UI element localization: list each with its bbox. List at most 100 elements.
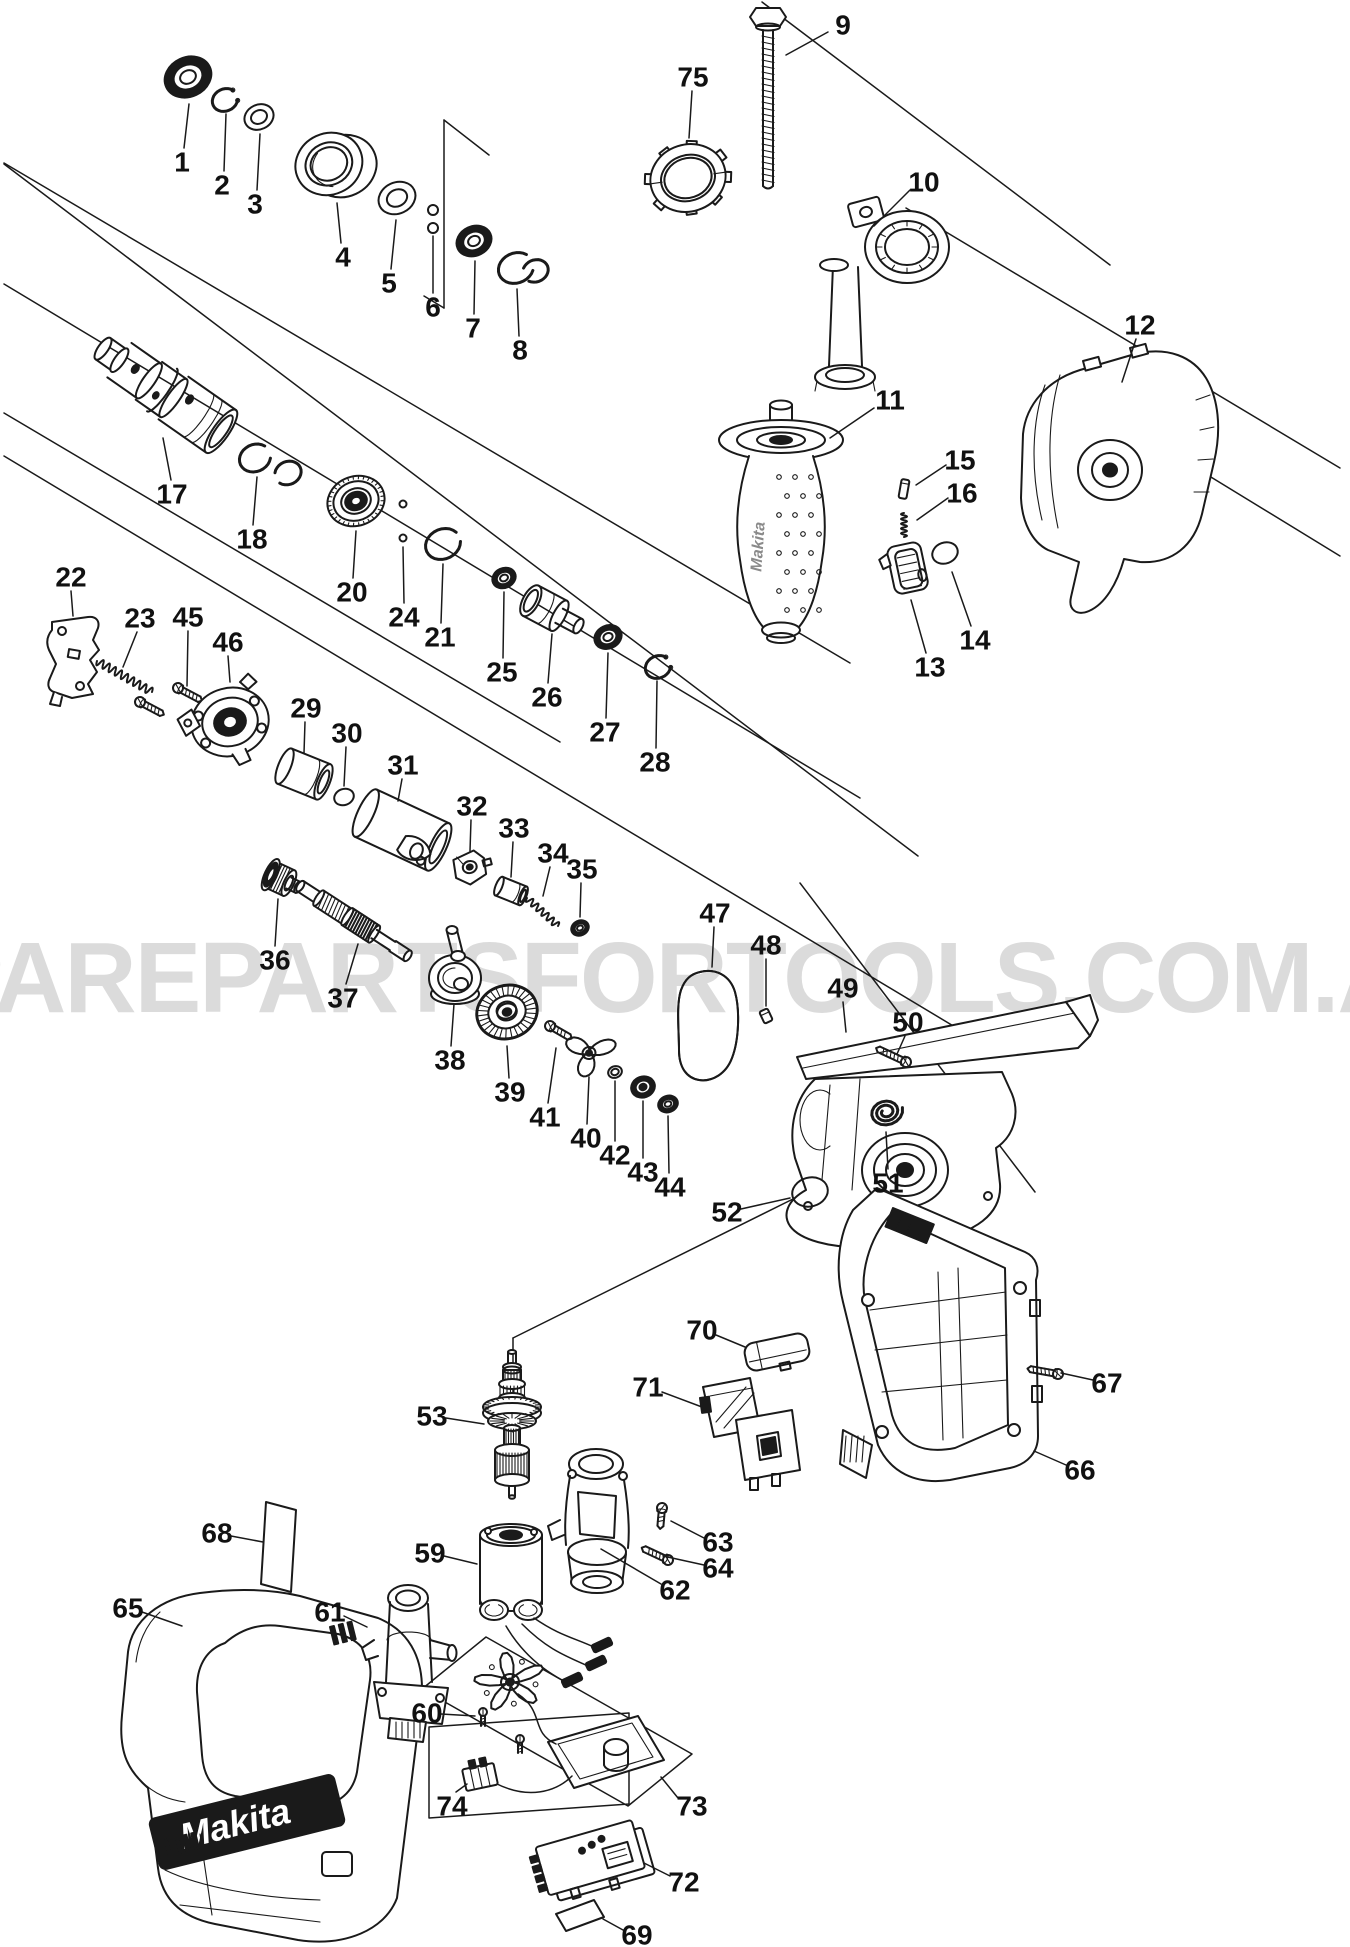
part-7-seal	[455, 224, 493, 258]
part-number-45: 45	[172, 602, 203, 633]
part-14-oring	[931, 541, 959, 565]
leader-line-part-68	[230, 1535, 264, 1543]
part-66-housing66	[837, 1187, 1043, 1482]
svg-text:Makita: Makita	[748, 521, 768, 572]
leader-line-part-40	[586, 1076, 590, 1125]
part-10-joint	[814, 195, 950, 392]
leader-line-part-22	[70, 590, 74, 617]
part-9-longbolt	[749, 7, 787, 190]
frame-line	[443, 119, 490, 156]
leader-line-part-64	[662, 1555, 705, 1566]
part-2-circlip	[210, 87, 241, 113]
part-number-75: 75	[677, 62, 708, 93]
part-42-washer	[607, 1065, 623, 1079]
part-20-gearbearing	[326, 474, 386, 528]
leader-line-part-45	[186, 630, 189, 687]
part-number-40: 40	[570, 1123, 601, 1154]
part-number-6: 6	[425, 292, 441, 323]
leader-line-part-16	[916, 497, 949, 521]
leader-lines	[70, 31, 1137, 1931]
leader-line-part-70	[715, 1334, 746, 1348]
leader-line-part-69	[602, 1918, 624, 1931]
part-51-coilspiral	[870, 1099, 904, 1127]
part-number-3: 3	[247, 189, 263, 220]
leader-line-part-46	[227, 655, 231, 683]
leader-line-part-73	[660, 1776, 679, 1799]
part-67-screw	[1026, 1365, 1064, 1380]
part-26-piston	[519, 584, 585, 635]
part-61-bracket61	[361, 1584, 458, 1743]
leader-line-part-67	[1060, 1372, 1094, 1381]
part-12-gearhousing	[1020, 342, 1220, 614]
part-number-49: 49	[827, 973, 858, 1004]
leader-line-part-25	[502, 591, 505, 659]
part-70-button	[743, 1332, 811, 1372]
part-number-36: 36	[259, 945, 290, 976]
part-number-70: 70	[686, 1315, 717, 1346]
leader-line-part-32	[469, 819, 472, 852]
part-73-pcbassy	[473, 1651, 665, 1794]
leader-line-part-12	[1121, 338, 1137, 383]
part-35-seal	[570, 919, 590, 937]
leader-line-part-59	[443, 1555, 478, 1565]
leader-line-part-31	[397, 778, 403, 802]
part-number-16: 16	[946, 478, 977, 509]
part-68-sticker	[260, 1501, 297, 1593]
part-number-30: 30	[331, 718, 362, 749]
leader-line-part-41	[547, 1047, 557, 1104]
part-number-29: 29	[290, 693, 321, 724]
part-27-seal	[593, 624, 623, 650]
leader-line-part-11	[829, 407, 875, 439]
part-number-41: 41	[529, 1102, 560, 1133]
part-11-handle: Makita	[718, 399, 844, 644]
part-number-11: 11	[875, 385, 905, 416]
part-22-plate22	[46, 615, 100, 707]
part-48-pin	[758, 1007, 774, 1025]
leader-line-part-15	[915, 464, 947, 486]
frame-line	[3, 283, 861, 799]
leader-line-part-29	[303, 721, 306, 754]
frame-line	[905, 207, 1341, 469]
part-number-51: 51	[872, 1168, 903, 1199]
part-49-crankhousing	[785, 994, 1099, 1249]
leader-line-part-63	[670, 1520, 705, 1539]
part-number-73: 73	[676, 1791, 707, 1822]
part-53-armature	[482, 1349, 542, 1500]
part-41-screw	[544, 1020, 573, 1041]
leader-line-part-18	[252, 476, 258, 526]
part-23-spring	[95, 659, 154, 694]
part-number-61: 61	[314, 1597, 345, 1628]
part-8-openpair	[497, 251, 550, 285]
leader-line-part-72	[643, 1862, 671, 1877]
part-number-37: 37	[327, 983, 358, 1014]
part-3-washer	[243, 103, 275, 131]
leader-line-part-74	[455, 1783, 468, 1793]
part-59-field	[479, 1523, 614, 1689]
part-32-guide32	[452, 849, 493, 886]
leader-line-part-35	[579, 882, 582, 918]
leader-line-part-3	[256, 133, 261, 191]
part-number-60: 60	[411, 1698, 442, 1729]
part-13-knob	[878, 541, 929, 595]
part-52-oring	[791, 1176, 829, 1208]
part-45-screw	[172, 682, 203, 703]
leader-line-part-65	[141, 1611, 183, 1627]
leader-line-part-23	[122, 631, 138, 668]
leader-line-part-5	[390, 219, 397, 270]
leader-line-part-52	[740, 1197, 791, 1210]
frame-line	[3, 412, 561, 743]
leader-line-part-37	[345, 943, 359, 985]
part-number-42: 42	[599, 1140, 630, 1171]
part-number-46: 46	[212, 627, 243, 658]
part-63-screw	[656, 1502, 668, 1530]
part-number-38: 38	[434, 1045, 465, 1076]
part-33-cylpart	[493, 875, 529, 907]
part-number-67: 67	[1091, 1368, 1122, 1399]
part-18-ringpair	[237, 442, 303, 487]
part-number-28: 28	[639, 747, 670, 778]
part-number-18: 18	[236, 524, 267, 555]
part-number-5: 5	[381, 268, 397, 299]
part-number-65: 65	[112, 1593, 143, 1624]
